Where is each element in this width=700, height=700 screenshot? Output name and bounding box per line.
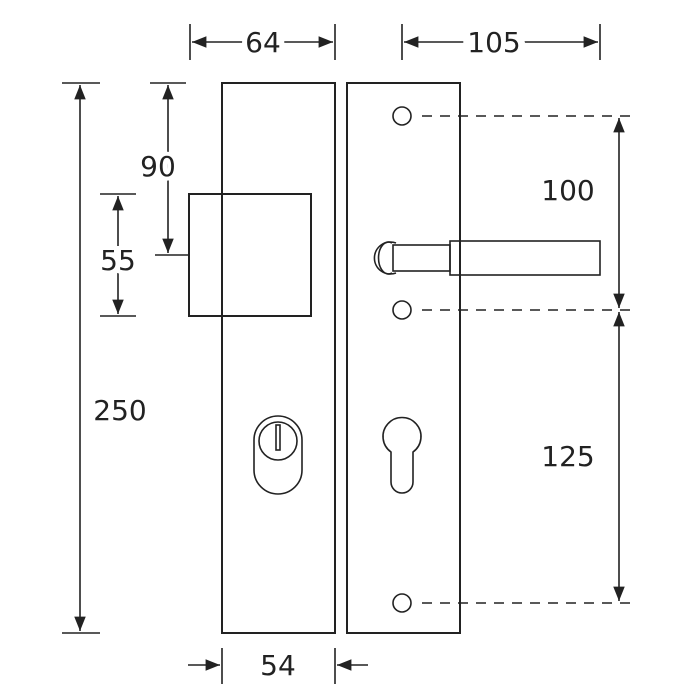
dim-250-label: 250: [93, 394, 146, 427]
lever-plate: [346, 82, 601, 634]
lever-handle: [373, 240, 601, 276]
fixing-hole-top: [392, 106, 412, 126]
dim-54-label: 54: [260, 649, 296, 682]
fixing-hole-bottom: [392, 593, 412, 613]
knob-plate: [188, 82, 336, 634]
security-cylinder-cover: [253, 415, 303, 495]
fixing-hole-middle: [392, 300, 412, 320]
euro-profile-keyhole: [382, 416, 422, 494]
dim-90-label: 90: [140, 150, 176, 183]
dim-55-label: 55: [100, 244, 136, 277]
square-knob: [188, 193, 312, 317]
dim-125-label: 125: [541, 440, 594, 473]
dim-100-label: 100: [541, 174, 594, 207]
dim-64-label: 64: [245, 26, 281, 59]
dim-105-label: 105: [467, 26, 520, 59]
